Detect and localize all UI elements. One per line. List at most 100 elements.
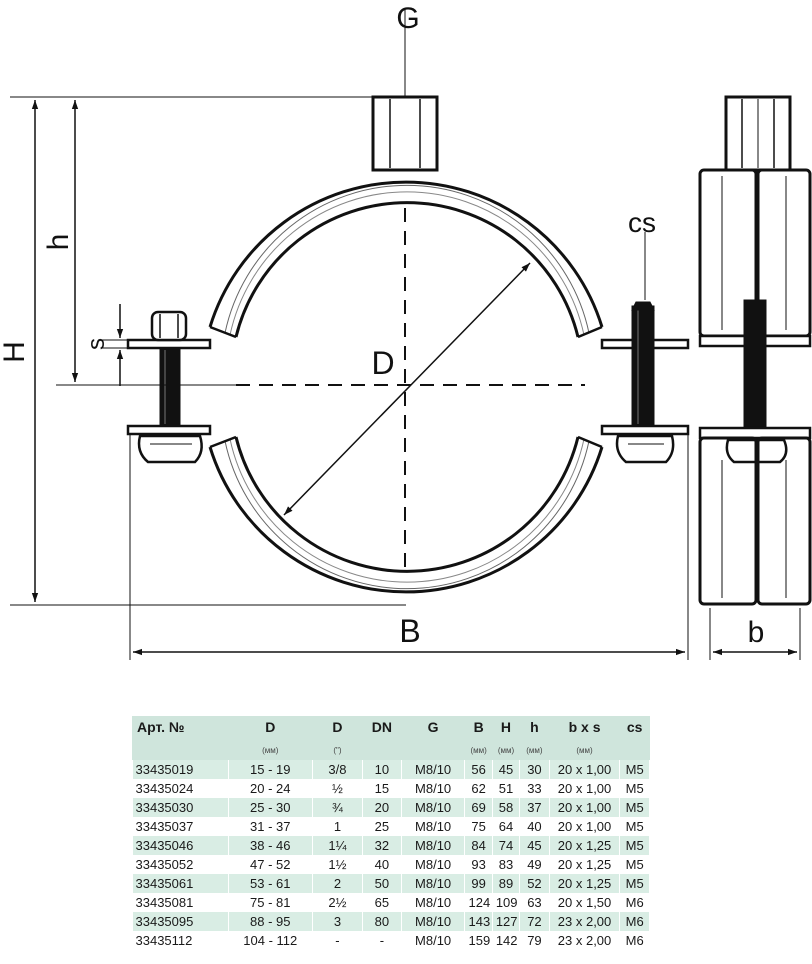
table-cell: 15 (362, 779, 402, 798)
table-cell: 47 - 52 (227, 855, 313, 874)
table-cell: 50 (362, 874, 402, 893)
table-cell: 2 (311, 874, 364, 893)
label-b-width: B (399, 613, 420, 649)
table-cell: 80 (362, 912, 402, 931)
header-cell: Арт. № (132, 716, 229, 760)
table-cell: 99 (464, 874, 493, 893)
table-cell: M6 (619, 931, 650, 950)
right-bolt (600, 232, 690, 464)
table-cell: 20 x 1,25 (548, 874, 621, 893)
table-cell: 3/8 (311, 759, 364, 779)
table-cell: 1 (311, 817, 364, 836)
table-cell: M5 (619, 798, 650, 817)
table-cell: 93 (464, 855, 493, 874)
table-cell: ½ (311, 779, 364, 798)
table-cell: 51 (491, 779, 521, 798)
label-b-side: b (748, 616, 765, 649)
table-cell: 33 (519, 779, 550, 798)
table-cell: 33435024 (132, 779, 229, 798)
table-cell: 40 (519, 817, 550, 836)
table-cell: 109 (491, 893, 521, 912)
table-cell: 20 x 1,25 (548, 855, 621, 874)
table-cell: 52 (519, 874, 550, 893)
table-cell: M5 (619, 874, 650, 893)
table-cell: 20 (362, 798, 402, 817)
table-cell: M8/10 (400, 893, 466, 912)
table-cell: M5 (619, 779, 650, 798)
specification-table: Арт. № D(мм) D(") DN G B(мм) H(мм) h(мм)… (132, 716, 650, 950)
table-cell: 20 x 1,00 (548, 817, 621, 836)
table-header-row: Арт. № D(мм) D(") DN G B(мм) H(мм) h(мм)… (132, 716, 650, 760)
label-cs: cs (628, 207, 656, 238)
table-cell: 33435112 (132, 931, 229, 950)
table-cell: 20 x 1,50 (548, 893, 621, 912)
table-cell: 142 (491, 931, 521, 950)
table-cell: 25 - 30 (227, 798, 313, 817)
dimension-arrows (31, 100, 797, 656)
label-h-total: H (0, 341, 31, 363)
table-cell: 58 (491, 798, 521, 817)
table-cell: 33435030 (132, 798, 229, 817)
table-cell: M8/10 (400, 855, 466, 874)
table-cell: M8/10 (400, 779, 466, 798)
table-cell: 89 (491, 874, 521, 893)
table-cell: 69 (464, 798, 493, 817)
table-cell: 33435052 (132, 855, 229, 874)
table-cell: 53 - 61 (227, 874, 313, 893)
table-cell: 127 (491, 912, 521, 931)
table-cell: 33435081 (132, 893, 229, 912)
table-cell: 20 x 1,00 (548, 779, 621, 798)
table-cell: 20 x 1,00 (548, 798, 621, 817)
table-cell: 45 (519, 836, 550, 855)
table-cell: M6 (619, 912, 650, 931)
table-cell: M8/10 (400, 759, 466, 779)
side-view (698, 95, 812, 606)
table-cell: 20 x 1,25 (548, 836, 621, 855)
table-cell: 74 (491, 836, 521, 855)
table-cell: M8/10 (400, 912, 466, 931)
table-cell: 79 (519, 931, 550, 950)
table-cell: 33435019 (132, 759, 229, 779)
header-cell: H(мм) (491, 716, 521, 760)
table-cell: M8/10 (400, 798, 466, 817)
table-cell: 40 (362, 855, 402, 874)
table-cell: 72 (519, 912, 550, 931)
table-cell: 65 (362, 893, 402, 912)
table-cell: 37 (519, 798, 550, 817)
header-cell: cs (619, 716, 650, 760)
table-cell: - (311, 931, 364, 950)
table-cell: M5 (619, 817, 650, 836)
table-cell: 38 - 46 (227, 836, 313, 855)
table-cell: 1¼ (311, 836, 364, 855)
table-cell: 159 (464, 931, 493, 950)
header-cell: h(мм) (519, 716, 550, 760)
table-cell: M5 (619, 836, 650, 855)
table-cell: M8/10 (400, 874, 466, 893)
table-cell: 49 (519, 855, 550, 874)
clamp-ring (208, 180, 604, 594)
table-cell: 124 (464, 893, 493, 912)
table-cell: M8/10 (400, 817, 466, 836)
header-cell: B(мм) (464, 716, 493, 760)
table-cell: 45 (491, 759, 521, 779)
table-cell: 75 (464, 817, 493, 836)
table-cell: 88 - 95 (227, 912, 313, 931)
table-cell: - (362, 931, 402, 950)
extension-lines (10, 96, 801, 660)
table-cell: 20 x 1,00 (548, 759, 621, 779)
table-cell: 23 x 2,00 (548, 912, 621, 931)
table-cell: 56 (464, 759, 493, 779)
table-cell: 10 (362, 759, 402, 779)
table-cell: M5 (619, 759, 650, 779)
label-d: D (371, 345, 394, 381)
table-cell: 23 x 2,00 (548, 931, 621, 950)
table-cell: 104 - 112 (227, 931, 313, 950)
table-cell: 75 - 81 (227, 893, 313, 912)
